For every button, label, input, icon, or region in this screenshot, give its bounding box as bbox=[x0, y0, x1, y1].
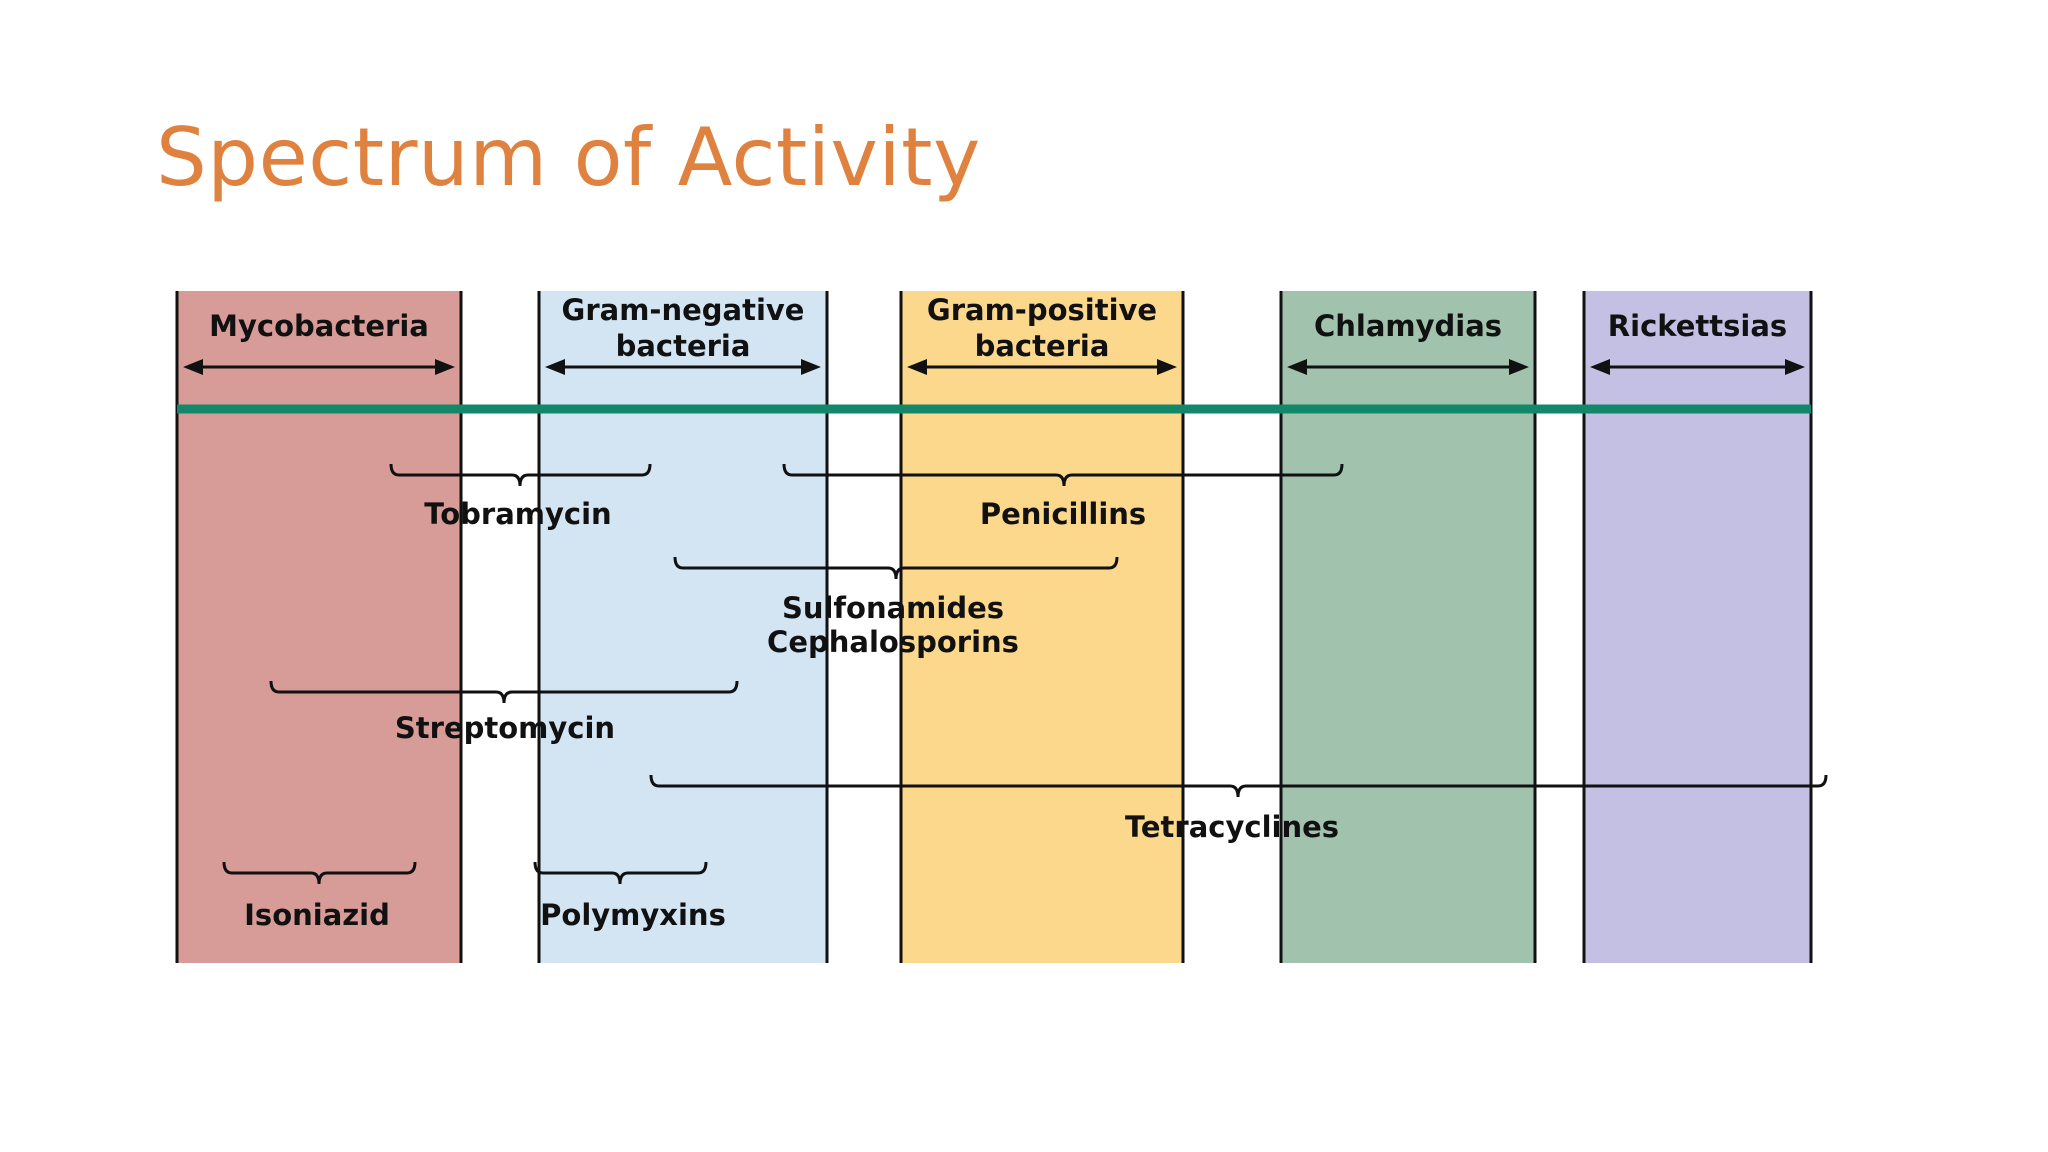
arrow-head-right bbox=[1157, 359, 1177, 375]
range-brace bbox=[649, 774, 1828, 798]
drug-polymyxins: Polymyxins bbox=[533, 861, 726, 932]
arrow-head-left bbox=[907, 359, 927, 375]
drug-tobramycin: Tobramycin bbox=[389, 463, 652, 531]
column-label: Rickettsias bbox=[1608, 309, 1787, 343]
range-brace bbox=[533, 861, 708, 885]
column-fill bbox=[901, 291, 1183, 963]
column-label: Mycobacteria bbox=[209, 309, 429, 343]
column-label: bacteria bbox=[975, 329, 1110, 363]
column-label: Gram-negative bbox=[562, 293, 805, 327]
drug-penicillins: Penicillins bbox=[782, 463, 1344, 531]
drug-isoniazid: Isoniazid bbox=[222, 861, 417, 932]
range-brace bbox=[782, 463, 1344, 487]
arrow-head-right bbox=[1509, 359, 1529, 375]
drug-label: Sulfonamides bbox=[782, 591, 1004, 625]
arrow-head-right bbox=[435, 359, 455, 375]
drug-tetracyclines: Tetracyclines bbox=[649, 774, 1828, 844]
drug-label: Streptomycin bbox=[395, 711, 615, 745]
drugs-layer: Tobramycin PenicillinsSulfonamidesCephalo… bbox=[222, 463, 1828, 932]
column-mycobacteria: Mycobacteria bbox=[175, 291, 463, 963]
arrow-head-left bbox=[545, 359, 565, 375]
drug-label: Tetracyclines bbox=[1125, 810, 1339, 844]
slide-title: Spectrum of Activity bbox=[156, 111, 981, 204]
column-fill bbox=[1584, 291, 1811, 963]
column-label: bacteria bbox=[616, 329, 751, 363]
drug-label: Polymyxins bbox=[540, 898, 726, 932]
arrow-head-left bbox=[1590, 359, 1610, 375]
range-brace bbox=[269, 680, 739, 704]
arrow-head-left bbox=[183, 359, 203, 375]
column-fill bbox=[1281, 291, 1535, 963]
arrow-head-right bbox=[801, 359, 821, 375]
column-fill bbox=[177, 291, 461, 963]
range-brace bbox=[673, 556, 1119, 580]
drug-label: Penicillins bbox=[980, 497, 1146, 531]
range-brace bbox=[222, 861, 417, 885]
drug-label: Tobramycin bbox=[424, 497, 611, 531]
column-fill bbox=[539, 291, 827, 963]
arrow-head-left bbox=[1287, 359, 1307, 375]
drug-streptomycin: Streptomycin bbox=[269, 680, 739, 745]
column-chlamydias: Chlamydias bbox=[1279, 291, 1537, 963]
drug-label: Isoniazid bbox=[244, 898, 390, 932]
range-brace bbox=[389, 463, 652, 487]
drug-label: Cephalosporins bbox=[767, 625, 1019, 659]
column-rickettsias: Rickettsias bbox=[1582, 291, 1813, 963]
column-label: Gram-positive bbox=[927, 293, 1157, 327]
column-label: Chlamydias bbox=[1314, 309, 1502, 343]
arrow-head-right bbox=[1785, 359, 1805, 375]
